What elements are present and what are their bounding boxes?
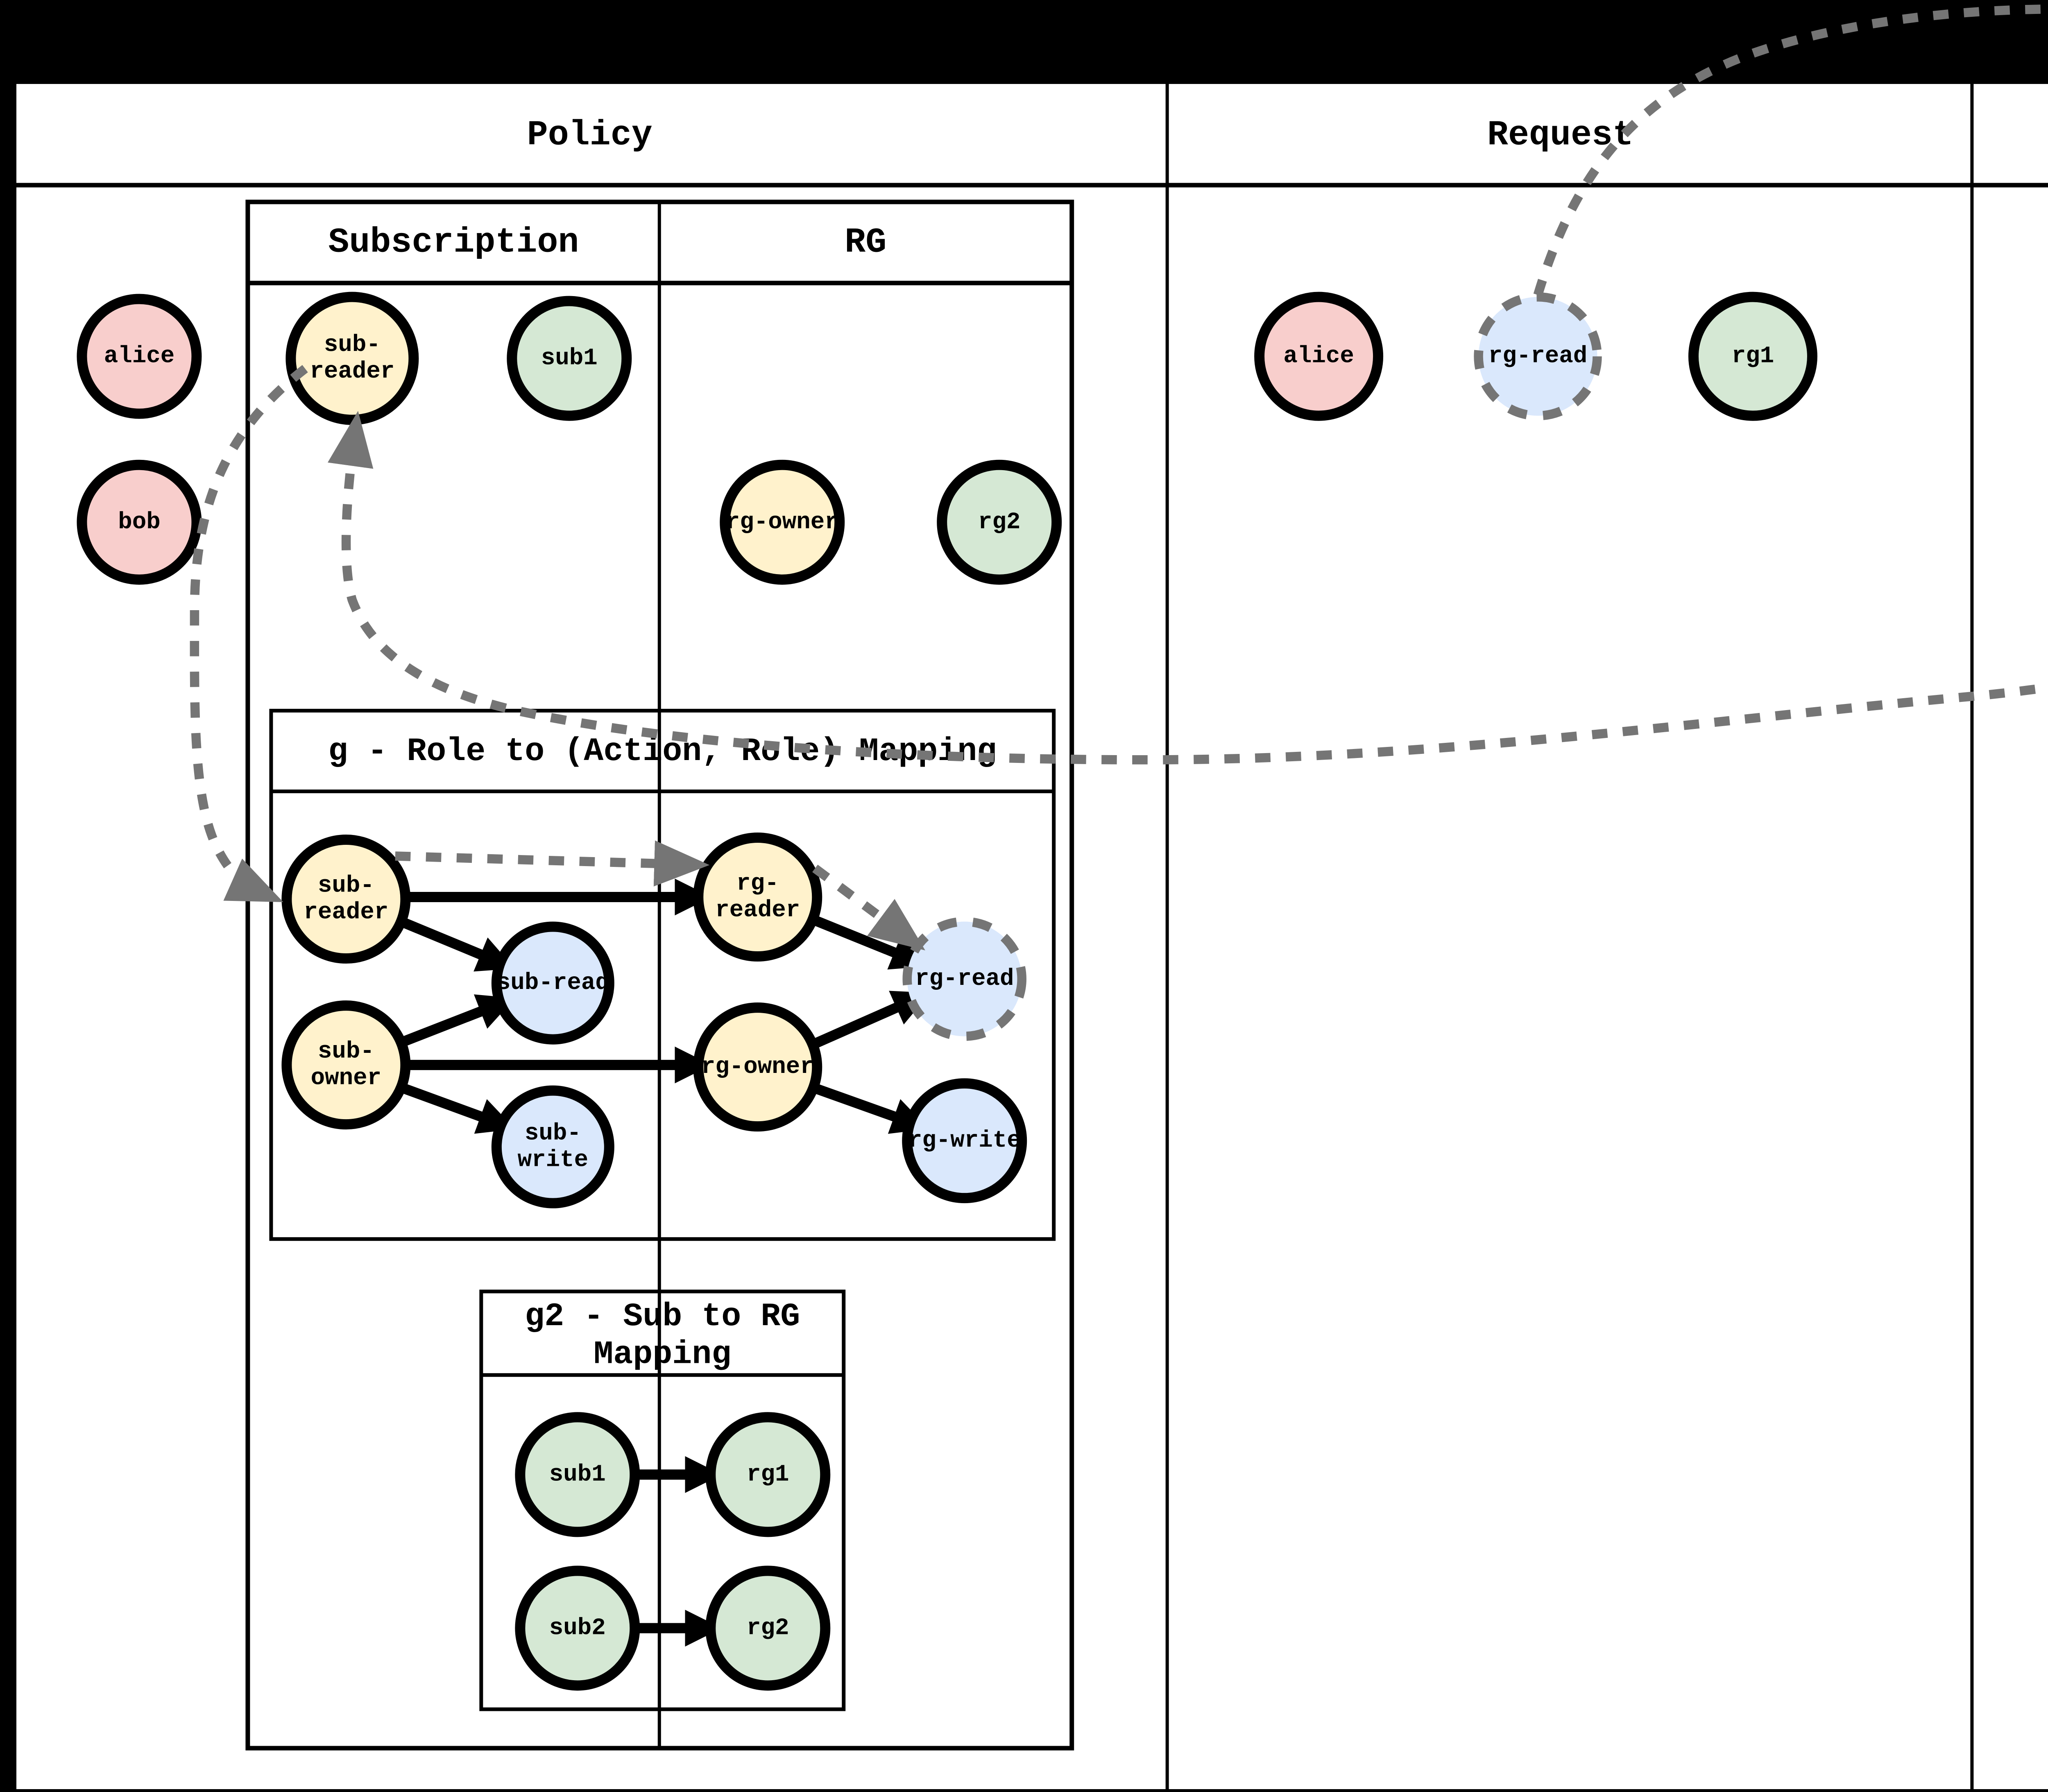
node-g-sub-read-label: sub-read xyxy=(496,970,609,996)
arrow-sub-owner-to-sub-write xyxy=(399,1082,515,1134)
node-request-rg1 xyxy=(1688,292,1817,421)
node-table-rg-owner xyxy=(720,459,845,585)
arrow-sub-reader-to-sub-read xyxy=(399,916,515,972)
node-g-sub-read xyxy=(491,921,614,1045)
node-g-sub-reader-label2: reader xyxy=(304,899,388,926)
node-policy-bob-label: bob xyxy=(118,509,161,536)
table-header-subscription: Subscription xyxy=(328,223,579,262)
node-g2-rg2 xyxy=(705,1566,831,1691)
node-g-sub-owner-label1: sub- xyxy=(318,1039,374,1065)
table-header-rg: RG xyxy=(845,223,886,262)
node-g-rg-read-label: rg-read xyxy=(915,966,1014,992)
g2-mapping-box xyxy=(479,1290,846,1711)
node-g-sub-owner-label2: owner xyxy=(311,1065,382,1092)
node-g-rg-reader-label1: rg- xyxy=(736,870,779,897)
node-g-sub-owner xyxy=(281,1000,411,1130)
node-g-sub-reader xyxy=(281,834,411,964)
node-request-alice xyxy=(1254,292,1384,421)
node-table-sub-reader-label1: sub- xyxy=(324,332,381,358)
node-g2-sub1 xyxy=(515,1412,640,1537)
node-g2-rg2-label: rg2 xyxy=(747,1615,789,1641)
node-g-rg-write xyxy=(902,1078,1027,1204)
trace-request-rg-read-to-matching-rg-read xyxy=(1533,5,2048,296)
node-g2-rg1 xyxy=(705,1412,831,1537)
node-g-sub-write-label1: sub- xyxy=(525,1120,581,1147)
node-policy-bob xyxy=(77,459,202,585)
node-table-sub-reader-label2: reader xyxy=(310,358,394,385)
node-g-rg-reader xyxy=(693,832,822,962)
arrow-rg-owner-to-rg-write xyxy=(811,1082,929,1134)
arrow-rg-owner-to-rg-read xyxy=(811,991,930,1050)
arrow-sub-owner-to-sub-read xyxy=(399,994,515,1048)
node-request-rg-read-label: rg-read xyxy=(1488,343,1588,370)
node-table-rg2 xyxy=(937,459,1062,585)
node-policy-alice-label: alice xyxy=(104,343,175,370)
node-g2-sub2 xyxy=(515,1566,640,1691)
node-g-sub-write xyxy=(491,1085,614,1208)
node-request-alice-label: alice xyxy=(1283,343,1354,370)
node-g-rg-owner-label: rg-owner xyxy=(701,1054,814,1080)
node-table-rg2-label: rg2 xyxy=(978,509,1021,536)
trace-table-sub-reader-to-g-sub-reader xyxy=(190,365,308,902)
panel-title-policy: Policy xyxy=(527,115,652,155)
node-table-sub1 xyxy=(507,296,632,421)
node-g-rg-owner xyxy=(693,1002,822,1132)
node-g-sub-reader-label1: sub- xyxy=(318,872,374,899)
node-request-rg-read-highlighted xyxy=(1474,292,1602,421)
node-request-rg1-label: rg1 xyxy=(1732,343,1774,370)
node-g-sub-write-label2: write xyxy=(518,1147,589,1174)
node-g-rg-read-highlighted xyxy=(902,917,1026,1041)
g2-mapping-title-line2: Mapping xyxy=(594,1336,731,1373)
node-g-rg-reader-label2: reader xyxy=(715,897,800,924)
trace-matching-sub-reader-to-table-sub-reader xyxy=(327,411,2048,765)
node-g-rg-write-label: rg-write xyxy=(908,1127,1021,1154)
g2-mapping-title-line1: g2 - Sub to RG xyxy=(525,1298,800,1335)
node-table-sub1-label: sub1 xyxy=(541,345,598,372)
node-policy-alice xyxy=(77,294,202,419)
node-g2-rg1-label: rg1 xyxy=(747,1461,789,1488)
g-mapping-box xyxy=(269,708,1056,1241)
node-table-rg-owner-label: rg-owner xyxy=(726,509,839,536)
node-g2-sub2-label: sub2 xyxy=(549,1615,606,1641)
node-g2-sub1-label: sub1 xyxy=(549,1461,606,1488)
g-mapping-title: g - Role to (Action, Role) Mapping xyxy=(328,733,997,770)
